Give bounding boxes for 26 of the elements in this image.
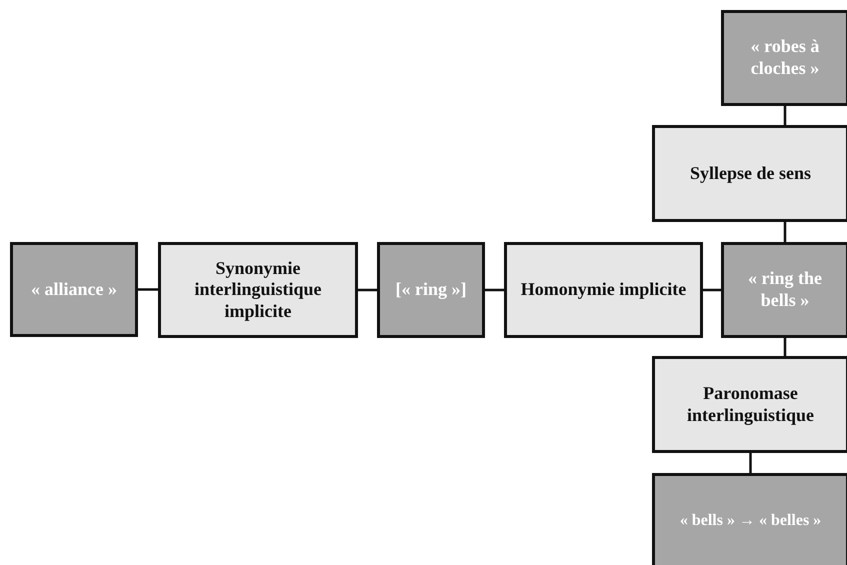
concept-box [158,242,358,338]
concept-box [652,125,847,222]
box-label: « robes à cloches » [750,36,820,80]
connector-line [784,222,786,242]
concept-box [721,10,847,106]
connector-line [485,288,504,292]
concept-box [721,242,847,338]
connector-line [784,106,786,125]
box-label: Paronomase interlinguistique [686,382,816,426]
connector-line [784,338,786,356]
box-label: « alliance » [31,278,117,300]
connector-line [138,288,158,291]
box-label: Syllepse de sens [690,162,812,184]
concept-box [652,356,847,453]
concept-box [504,242,703,338]
concept-box [10,242,138,337]
box-label: [« ring »] [396,279,466,301]
connector-line [749,453,752,473]
box-label: Synonymie interlinguistique implicite [193,258,323,322]
concept-box [652,473,847,565]
box-label: « bells » → « belles » [680,511,822,531]
concept-box [377,242,485,338]
box-label: Homonymie implicite [520,279,686,301]
connector-line [358,288,377,292]
box-label: « ring the bells » [747,268,823,312]
connector-line [703,288,721,292]
